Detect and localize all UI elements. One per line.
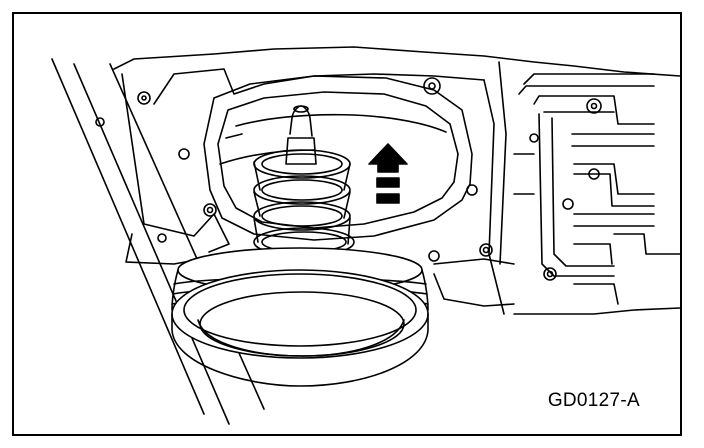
valve-body-outline: [113, 46, 680, 315]
figure-caption: GD0127-A: [547, 390, 640, 411]
case-edge-lines: [51, 58, 265, 425]
up-arrow-icon: [368, 143, 408, 204]
valve-channels: [513, 73, 680, 305]
servo-piston: [171, 247, 429, 387]
servo-bore: [203, 75, 473, 241]
figure-frame: GD0127-A: [12, 12, 682, 436]
servo-piston-spring-illustration: [51, 46, 680, 425]
return-spring: [253, 149, 355, 257]
bolt-holes: [95, 77, 602, 281]
